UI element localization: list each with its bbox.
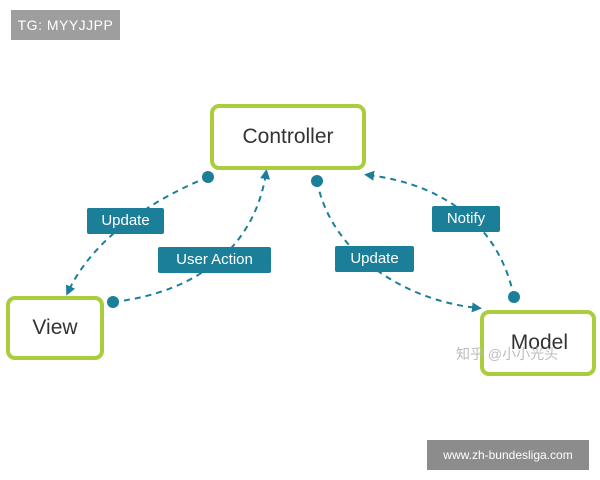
corner-tag: TG: MYYJJPP xyxy=(11,10,120,40)
edge-label-update-left: Update xyxy=(87,208,164,234)
edge-view-to-controller-start-dot xyxy=(107,296,119,308)
view-node: View xyxy=(6,296,104,360)
edge-controller-to-model-start-dot xyxy=(311,175,323,187)
controller-node: Controller xyxy=(210,104,366,170)
footer-tag: www.zh-bundesliga.com xyxy=(427,440,589,470)
model-node: Model xyxy=(480,310,596,376)
edge-controller-to-view xyxy=(66,176,209,296)
edge-label-notify: Notify xyxy=(432,206,500,232)
edge-controller-to-view-start-dot xyxy=(202,171,214,183)
edge-controller-to-model xyxy=(316,180,482,313)
edge-model-to-controller xyxy=(364,170,515,298)
edge-label-update-right: Update xyxy=(335,246,414,272)
watermark: 知乎 @小小光头 xyxy=(456,346,559,362)
edge-model-to-controller-start-dot xyxy=(508,291,520,303)
edge-label-user-action: User Action xyxy=(158,247,271,273)
controller-node-label: Controller xyxy=(242,125,334,148)
view-node-label: View xyxy=(32,316,78,339)
edge-view-to-controller xyxy=(112,169,271,303)
model-node-label: Model xyxy=(510,331,568,354)
